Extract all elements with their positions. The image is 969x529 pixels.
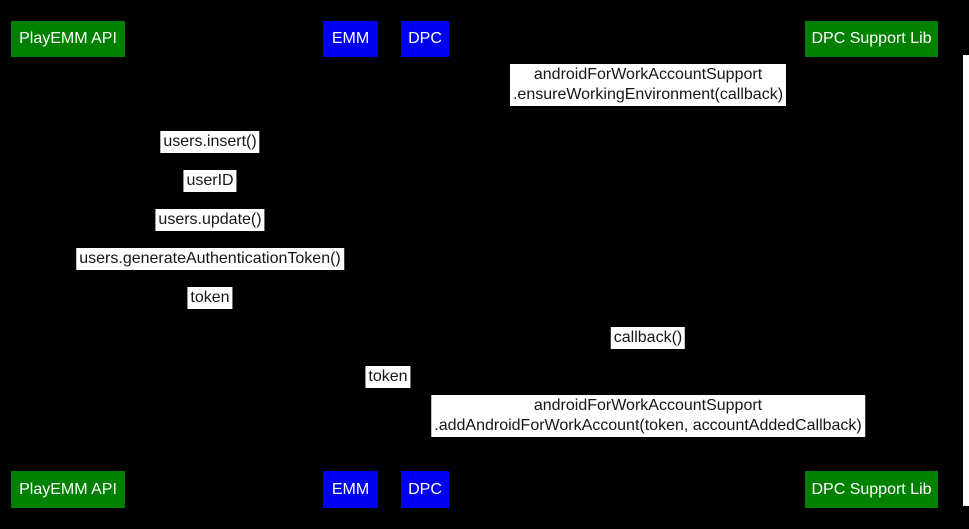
participant-emm-top: EMM	[323, 21, 378, 57]
participant-label: EMM	[331, 480, 370, 498]
message-user-id: userID	[183, 170, 237, 192]
participant-playemm-api-bottom: PlayEMM API	[11, 471, 125, 508]
participant-dpc-top: DPC	[401, 21, 449, 57]
participant-label: EMM	[331, 30, 370, 47]
message-token-return: token	[187, 287, 233, 309]
message-users-insert: users.insert()	[160, 131, 260, 153]
participant-label: DPC	[408, 30, 442, 47]
message-ensure-working-environment: androidForWorkAccountSupport .ensureWork…	[509, 64, 787, 106]
message-line: .addAndroidForWorkAccount(token, account…	[434, 417, 862, 434]
message-line: androidForWorkAccountSupport	[533, 66, 763, 83]
message-users-update: users.update()	[155, 209, 265, 231]
participant-label: DPC Support Lib	[811, 480, 932, 498]
message-line: .ensureWorkingEnvironment(callback)	[512, 86, 784, 103]
participant-label: PlayEMM API	[19, 480, 117, 498]
participant-playemm-api-top: PlayEMM API	[11, 21, 125, 57]
participant-dpc-support-lib-top: DPC Support Lib	[805, 21, 938, 57]
participant-label: DPC Support Lib	[811, 30, 932, 47]
message-line: androidForWorkAccountSupport	[533, 397, 763, 414]
message-users-generate-authentication-token: users.generateAuthenticationToken()	[76, 248, 344, 270]
participant-label: DPC	[408, 480, 442, 498]
message-callback: callback()	[610, 327, 686, 349]
participant-label: PlayEMM API	[19, 30, 117, 47]
message-token-forward: token	[365, 366, 411, 388]
message-add-android-for-work-account: androidForWorkAccountSupport .addAndroid…	[431, 395, 865, 437]
participant-dpc-support-lib-bottom: DPC Support Lib	[805, 471, 938, 508]
participant-dpc-bottom: DPC	[401, 471, 449, 508]
participant-emm-bottom: EMM	[323, 471, 378, 508]
scrollbar-thumb[interactable]	[963, 55, 969, 506]
